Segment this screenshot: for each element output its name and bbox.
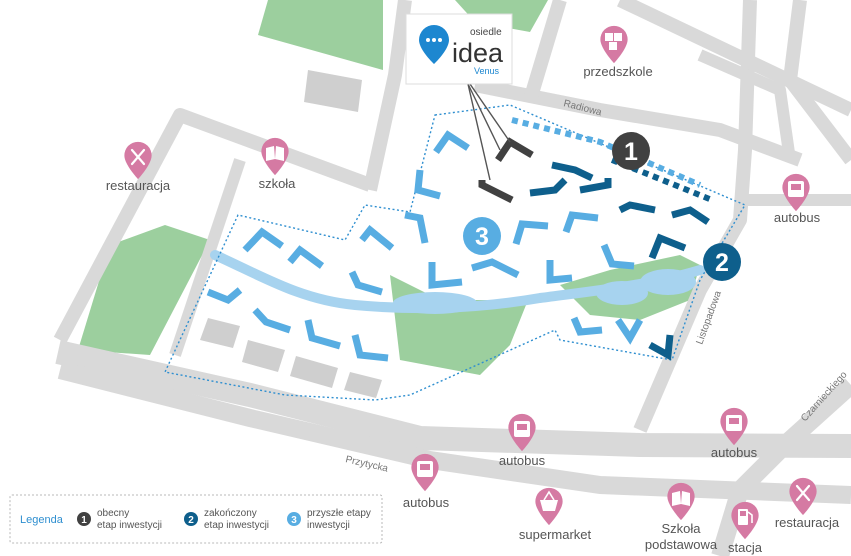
river [210,250,705,314]
poi-label-line2: podstawowa [645,537,718,552]
stage-3-marker[interactable]: 3 [463,217,501,255]
poi-restauracja-right[interactable]: restauracja [775,477,840,530]
legend-item-3: 3 przyszłe etapy inwestycji [287,508,371,531]
svg-text:3: 3 [291,515,297,526]
poi-autobus-bottom-left[interactable]: autobus [403,453,450,510]
svg-text:2: 2 [188,515,194,526]
bus-icon [788,181,804,197]
road-northeast-2 [523,0,567,103]
poi-autobus-center[interactable]: autobus [499,413,546,468]
pois: ABC przedszkole restauracja szkoła [106,25,840,555]
poi-restauracja-left[interactable]: restauracja [106,141,171,193]
legend-title: Legenda [20,514,64,526]
poi-label: szkoła [259,176,297,191]
park-left [78,225,210,355]
road-przytycka [55,340,851,458]
poi-label: autobus [774,210,821,225]
legend-item-1: 1 obecny etap inwestycji [77,508,162,531]
grey-lots [200,70,382,398]
poi-label-line1: Szkoła [661,521,701,536]
fuel-icon [738,509,753,525]
poi-stacja[interactable]: stacja [728,501,763,555]
poi-przedszkole[interactable]: ABC przedszkole [583,25,653,79]
basket-icon [540,490,558,511]
stage-1-marker[interactable]: 1 [612,132,650,170]
poi-label: autobus [403,495,450,510]
poi-label: stacja [728,540,763,555]
book-icon [266,146,284,161]
bus-icon [417,461,433,477]
poi-label: autobus [499,453,546,468]
cutlery-icon [795,484,811,502]
bus-icon [514,421,530,437]
poi-label: przedszkole [583,64,652,79]
road-north [363,0,412,192]
legend-item-2: 2 zakończony etap inwestycji [184,508,269,531]
logo-leader-lines [467,83,511,181]
svg-text:etap inwestycji: etap inwestycji [204,520,269,531]
road-czarnieckiego [711,378,851,556]
road-northeast-1 [616,0,851,117]
svg-text:2: 2 [715,249,729,277]
svg-text:obecny: obecny [97,508,129,519]
book-icon [672,491,690,506]
park-top [258,0,383,70]
logo-main: idea [452,38,504,68]
road-west-1 [53,108,373,344]
svg-text:przyszłe etapy: przyszłe etapy [307,508,371,519]
svg-text:etap inwestycji: etap inwestycji [97,520,162,531]
stage3-buildings [206,117,702,362]
road-northeast-3 [783,0,851,165]
poi-label: restauracja [106,178,171,193]
poi-label: restauracja [775,515,840,530]
cutlery-icon [130,148,146,166]
abc-label: ABC [610,49,618,54]
park-river-center [390,275,528,375]
poi-supermarket[interactable]: supermarket [519,487,592,542]
bus-icon [726,415,742,431]
poi-autobus-mid-right[interactable]: autobus [711,407,758,460]
svg-text:inwestycji: inwestycji [307,520,350,531]
svg-text:3: 3 [475,223,489,251]
logo-pin-icon [419,25,449,64]
logo-top: osiedle [470,27,502,38]
abc-blocks-icon [605,33,622,50]
poi-label: supermarket [519,527,592,542]
road-west-2 [169,158,246,357]
logo-sub: Venus [474,66,500,76]
poi-szkola-podstawowa[interactable]: Szkoła podstawowa [645,482,718,552]
road-northeast-4 [697,49,796,161]
svg-text:zakończony: zakończony [204,508,257,519]
estate-boundary [163,104,747,401]
poi-label: autobus [711,445,758,460]
poi-szkola-top[interactable]: szkoła [259,137,297,191]
svg-text:1: 1 [624,138,638,166]
svg-text:1: 1 [81,515,87,526]
stage-markers: 1 2 3 [463,132,741,281]
legend: Legenda 1 obecny etap inwestycji 2 zakoń… [9,494,383,544]
logo: osiedle idea Venus [405,13,513,85]
poi-autobus-right[interactable]: autobus [774,173,821,225]
stage1-buildings [478,137,534,204]
stage-2-marker[interactable]: 2 [703,243,741,281]
